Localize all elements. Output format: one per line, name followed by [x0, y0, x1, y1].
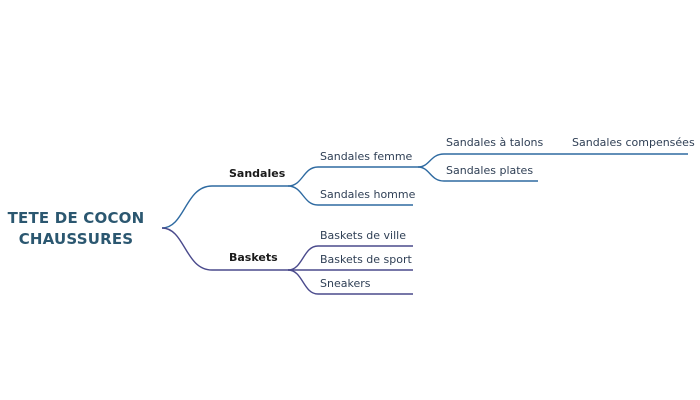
topic-sandales[interactable]: Sandales: [229, 167, 286, 180]
connector-baskets-ville: [287, 245, 413, 271]
topic-sandales-plates[interactable]: Sandales plates: [446, 164, 534, 177]
root-topic[interactable]: TETE DE COCON CHAUSSURES: [2, 208, 150, 250]
root-topic-line1: TETE DE COCON: [7, 209, 145, 227]
connector-root-sandales: [161, 185, 288, 229]
topic-sandales-talons[interactable]: Sandales à talons: [446, 136, 544, 149]
topic-baskets-sport[interactable]: Baskets de sport: [320, 253, 412, 266]
connector-sneakers: [287, 269, 413, 295]
connector-sandales-homme: [287, 185, 413, 206]
topic-sandales-compensees[interactable]: Sandales compensées: [572, 136, 695, 149]
topic-sandales-femme[interactable]: Sandales femme: [320, 150, 413, 163]
topic-sandales-homme[interactable]: Sandales homme: [320, 188, 416, 201]
connector-sandales-plates: [417, 166, 538, 182]
topic-sneakers[interactable]: Sneakers: [320, 277, 371, 290]
topic-baskets[interactable]: Baskets: [229, 251, 278, 264]
root-topic-line2: CHAUSSURES: [18, 230, 134, 248]
topic-baskets-ville[interactable]: Baskets de ville: [320, 229, 406, 242]
connector-sandales-talons: [417, 153, 688, 168]
connector-root-baskets: [161, 227, 288, 271]
connector-sandales-femme: [287, 166, 418, 187]
